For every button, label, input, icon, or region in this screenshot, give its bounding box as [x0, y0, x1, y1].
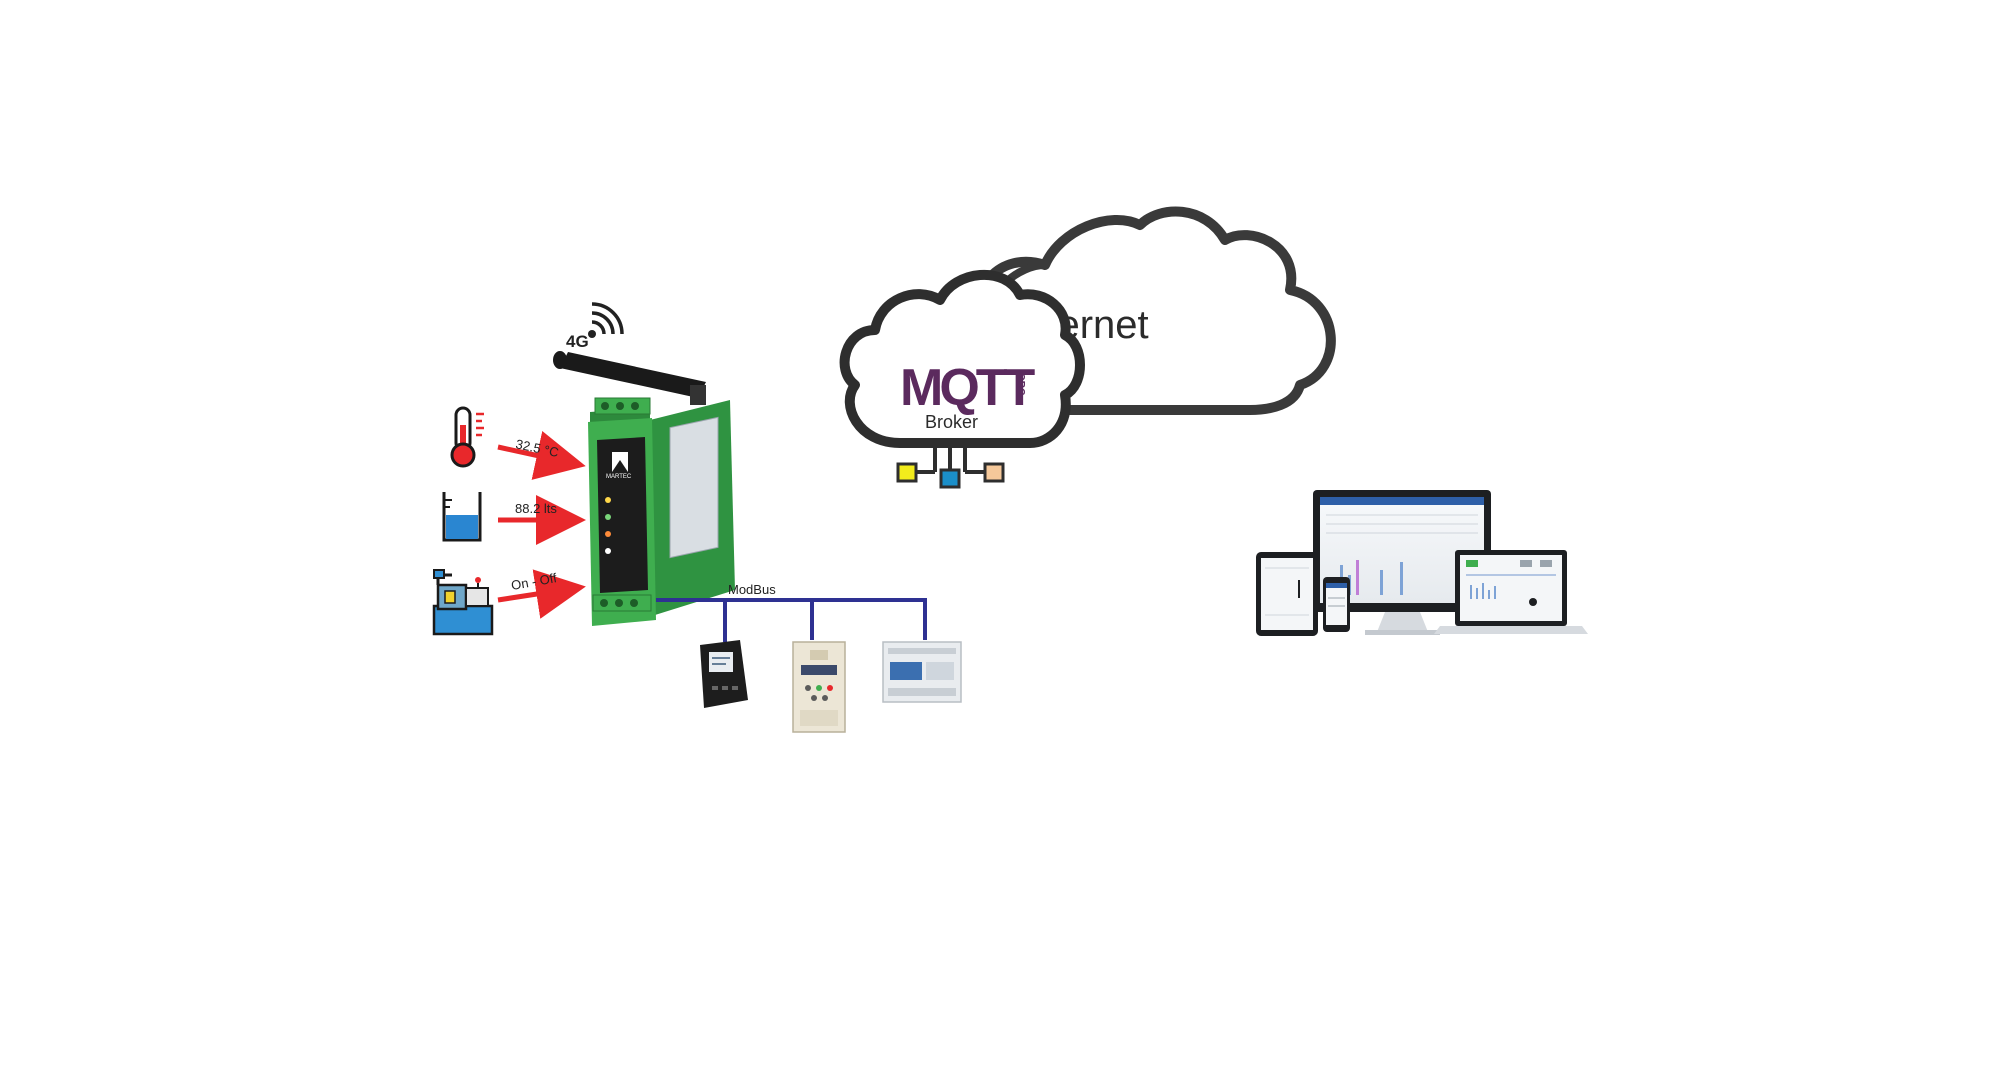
smartphone — [1323, 577, 1350, 632]
arrow-status — [497, 569, 586, 619]
input-arrows — [497, 431, 586, 619]
node-blue — [939, 468, 961, 489]
4g-signal-icon — [588, 302, 624, 338]
pump-motor-icon — [432, 569, 494, 636]
client-devices — [1256, 490, 1588, 636]
arrow-temperature — [497, 431, 586, 480]
brand-label: MARTEC — [606, 474, 632, 480]
gateway-device: MARTEC — [588, 397, 735, 626]
plc-controller-device — [882, 641, 962, 703]
broker-label: Broker — [925, 412, 978, 432]
mqtt-org-label: ORG — [1015, 373, 1026, 396]
laptop — [1434, 550, 1588, 634]
modbus-bus — [656, 598, 927, 642]
broker-nodes — [896, 445, 1005, 489]
water-tank-icon — [442, 492, 482, 542]
mqtt-logo: MQTT — [900, 359, 1036, 417]
thermometer-icon — [450, 406, 484, 468]
power-meter-device — [700, 640, 748, 708]
mqtt-broker-cloud: MQTT ORG Broker — [839, 269, 1085, 448]
tablet — [1256, 552, 1318, 636]
reading-level: 88.2 lts — [515, 501, 557, 516]
node-yellow — [896, 462, 918, 483]
4g-label: 4G — [566, 332, 589, 351]
node-peach — [983, 462, 1005, 483]
antenna — [553, 351, 706, 405]
frequency-drive-device — [792, 641, 846, 733]
modbus-label: ModBus — [728, 582, 776, 597]
